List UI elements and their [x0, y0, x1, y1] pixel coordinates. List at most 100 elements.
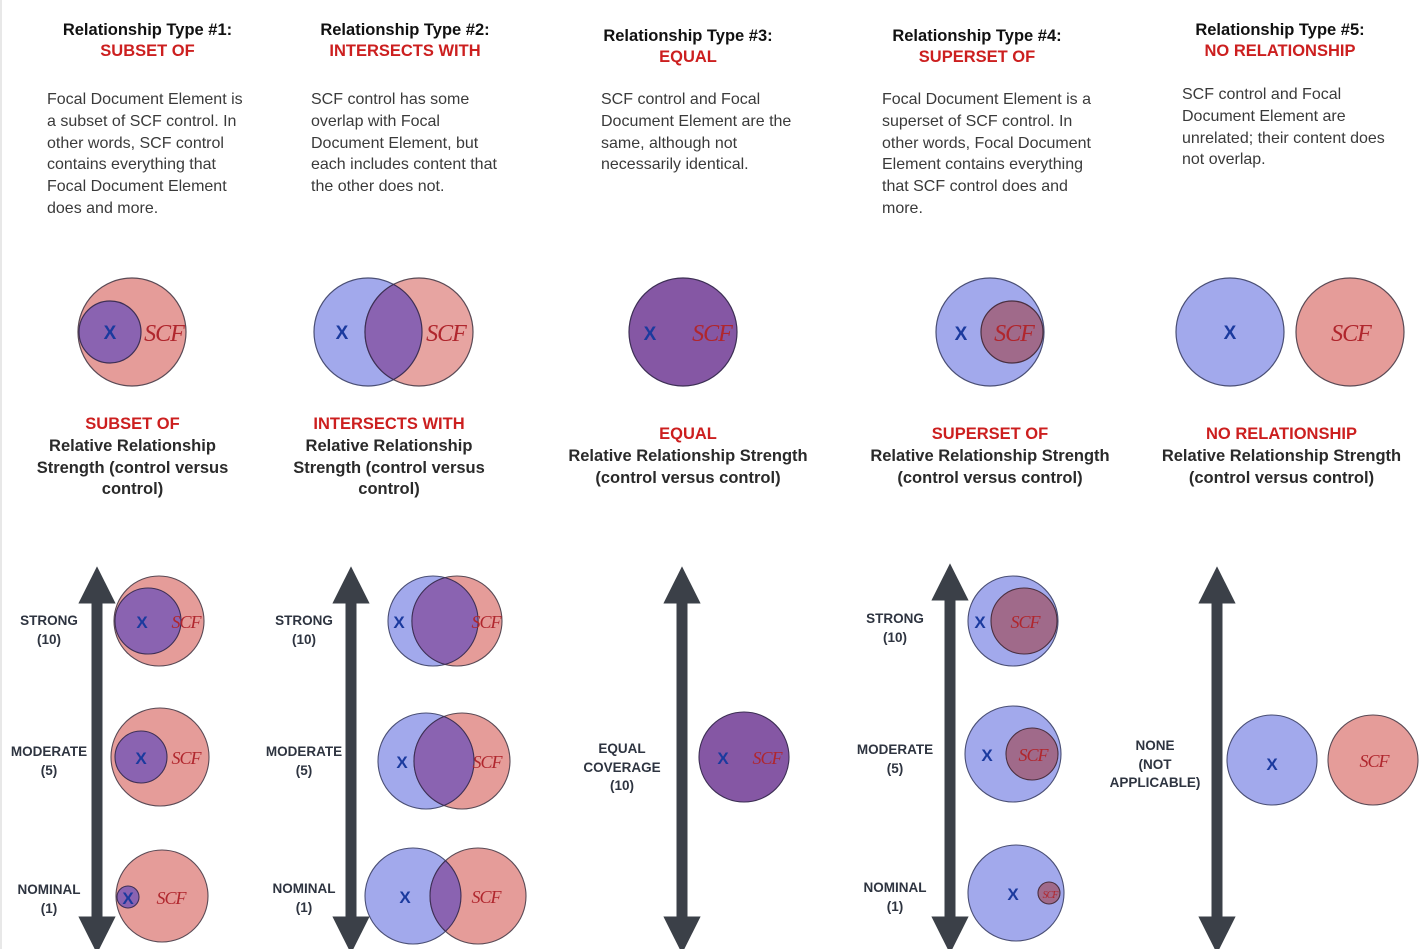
- scf-label: SCF: [1331, 321, 1372, 347]
- strength-heading: INTERSECTS WITH Relative Relationship St…: [255, 414, 523, 501]
- x-label: X: [136, 613, 148, 632]
- venn-intersects-strong: X SCF: [387, 575, 503, 667]
- scf-label: SCF: [471, 887, 502, 907]
- venn-superset-of: X SCF: [935, 277, 1045, 387]
- venn-intersects-moderate: X SCF: [377, 712, 511, 810]
- x-label: X: [1007, 885, 1019, 904]
- venn-subset-of: X SCF: [77, 277, 187, 387]
- level-nominal-label: NOMINAL (1): [272, 881, 336, 915]
- focal-element-circle: [78, 300, 142, 364]
- column-intersects-with: Relationship Type #2: INTERSECTS WITH SC…: [255, 0, 555, 949]
- x-label: X: [122, 889, 134, 908]
- overlap-region: [364, 283, 423, 381]
- venn-no-relationship: X SCF: [1175, 277, 1405, 387]
- strength-type-label: INTERSECTS WITH: [313, 415, 465, 433]
- heading-label: Relationship Type #3:: [603, 27, 773, 45]
- scf-label: SCF: [692, 321, 733, 347]
- type-name: SUPERSET OF: [918, 48, 1036, 66]
- venn-subset-strong: X SCF: [113, 575, 205, 667]
- equal-circle: [628, 277, 738, 387]
- venn-equal: X SCF: [628, 277, 738, 387]
- scf-label: SCF: [1359, 751, 1390, 771]
- column-equal: Relationship Type #3: EQUAL SCF control …: [548, 0, 828, 949]
- scf-label: SCF: [1010, 612, 1041, 632]
- level-moderate-label: MODERATE (5): [265, 744, 343, 778]
- page-left-border: [0, 0, 2, 949]
- scf-label: SCF: [994, 321, 1035, 347]
- column-superset-of: Relationship Type #4: SUPERSET OF Focal …: [842, 0, 1142, 949]
- type-name: EQUAL: [659, 48, 717, 66]
- scf-label: SCF: [171, 748, 202, 768]
- scf-label: SCF: [144, 321, 185, 347]
- level-moderate-label: MODERATE (5): [856, 742, 934, 776]
- scf-label: SCF: [426, 321, 467, 347]
- column-heading: Relationship Type #1: SUBSET OF: [0, 20, 295, 62]
- x-label: X: [1224, 323, 1237, 344]
- strength-type-label: SUBSET OF: [85, 415, 180, 433]
- x-label: X: [336, 323, 349, 344]
- level-nominal-label: NOMINAL (1): [17, 882, 81, 916]
- scf-label: SCF: [472, 752, 503, 772]
- level-strong-label: STRONG (10): [20, 613, 78, 647]
- x-label: X: [644, 324, 657, 345]
- level-equal-coverage-label: EQUAL COVERAGE (10): [583, 741, 661, 793]
- x-label: X: [974, 613, 986, 632]
- venn-intersects-with: X SCF: [313, 277, 474, 387]
- x-label: X: [399, 888, 411, 907]
- venn-superset-moderate: X SCF: [964, 705, 1062, 803]
- scf-label: SCF: [752, 748, 783, 768]
- scf-circle: [1295, 277, 1405, 387]
- strength-type-label: SUPERSET OF: [931, 425, 1049, 443]
- strength-heading: SUPERSET OF Relative Relationship Streng…: [842, 424, 1138, 489]
- strength-heading: EQUAL Relative Relationship Strength (co…: [548, 424, 828, 489]
- level-nominal-label: NOMINAL (1): [863, 880, 927, 914]
- x-label: X: [981, 746, 993, 765]
- level-none-label: NONE (NOT APPLICABLE): [1109, 738, 1201, 790]
- venn-none: X SCF: [1226, 714, 1419, 806]
- type-description: SCF control and Focal Document Element a…: [1182, 86, 1385, 169]
- type-description: SCF control has some overlap with Focal …: [311, 91, 497, 196]
- x-label: X: [396, 753, 408, 772]
- type-description: Focal Document Element is a superset of …: [882, 91, 1091, 217]
- venn-subset-moderate: X SCF: [110, 707, 210, 807]
- heading-label: Relationship Type #5:: [1195, 21, 1365, 39]
- type-name: INTERSECTS WITH: [329, 42, 481, 60]
- type-description: SCF control and Focal Document Element a…: [601, 91, 792, 174]
- venn-superset-strong: X SCF: [967, 575, 1059, 667]
- venn-subset-nominal: X SCF: [115, 849, 209, 943]
- focal-element-circle: [1175, 277, 1285, 387]
- level-strong-label: STRONG (10): [275, 613, 333, 647]
- x-label: X: [135, 749, 147, 768]
- venn-equal-coverage: X SCF: [698, 711, 790, 803]
- type-description: Focal Document Element is a subset of SC…: [47, 91, 243, 217]
- strength-heading: NO RELATIONSHIP Relative Relationship St…: [1140, 424, 1423, 489]
- strength-type-label: NO RELATIONSHIP: [1206, 425, 1357, 443]
- column-heading: Relationship Type #4: SUPERSET OF: [842, 26, 1112, 68]
- scf-label: SCF: [1018, 745, 1049, 765]
- scf-label: SCF: [1043, 890, 1060, 901]
- heading-label: Relationship Type #1:: [62, 21, 233, 39]
- x-label: X: [104, 323, 117, 344]
- type-name: NO RELATIONSHIP: [1204, 42, 1356, 60]
- column-heading: Relationship Type #2: INTERSECTS WITH: [255, 20, 555, 62]
- scf-label: SCF: [156, 888, 187, 908]
- venn-intersects-nominal: X SCF: [364, 847, 527, 945]
- strength-heading: SUBSET OF Relative Relationship Strength…: [0, 414, 265, 501]
- scf-circle: [980, 300, 1044, 364]
- level-strong-label: STRONG (10): [866, 611, 924, 645]
- level-moderate-label: MODERATE (5): [10, 744, 88, 778]
- scf-label: SCF: [171, 612, 202, 632]
- venn-superset-nominal: X SCF: [967, 844, 1065, 942]
- heading-label: Relationship Type #4:: [892, 27, 1062, 45]
- column-subset-of: Relationship Type #1: SUBSET OF Focal Do…: [0, 0, 295, 949]
- column-heading: Relationship Type #3: EQUAL: [548, 26, 828, 68]
- x-label: X: [717, 749, 729, 768]
- column-heading: Relationship Type #5: NO RELATIONSHIP: [1140, 20, 1420, 62]
- column-no-relationship: Relationship Type #5: NO RELATIONSHIP SC…: [1110, 0, 1423, 949]
- strength-type-label: EQUAL: [659, 425, 717, 443]
- heading-label: Relationship Type #2:: [320, 21, 490, 39]
- x-label: X: [955, 324, 968, 345]
- type-name: SUBSET OF: [100, 42, 195, 60]
- x-label: X: [1266, 755, 1278, 774]
